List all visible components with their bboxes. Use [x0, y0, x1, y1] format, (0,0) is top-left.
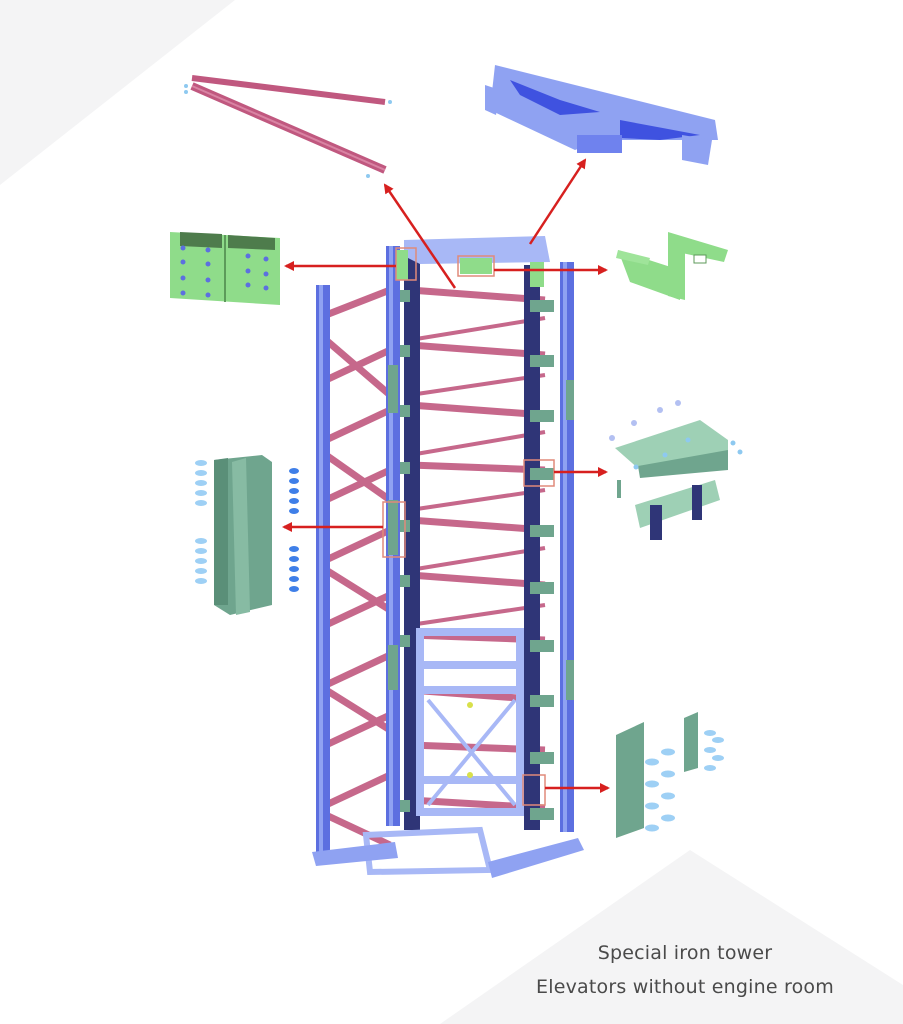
caption-title: Special iron tower	[597, 942, 773, 964]
tower-top-beam	[404, 236, 550, 264]
callout-box-top-center	[457, 255, 495, 277]
part-upper-left-bracket	[170, 232, 280, 305]
callout-box-splice-plate	[522, 774, 546, 806]
car-frame	[416, 628, 524, 816]
part-splice-plates	[616, 712, 724, 838]
part-rail-bracket	[609, 400, 743, 540]
caption-subtitle: Elevators without engine room	[536, 976, 834, 998]
arrow-top-crossbeam	[528, 158, 587, 245]
background-triangle-top-left	[0, 0, 235, 185]
left-braces	[323, 286, 393, 849]
part-top-crossbeam	[485, 65, 718, 165]
part-column-splice	[195, 455, 299, 615]
arrow-top-diagonal-beam	[383, 183, 457, 289]
tower-frame	[312, 236, 584, 878]
callout-box-upper-left	[395, 247, 417, 281]
rail-brackets-right	[530, 300, 554, 820]
callout-box-column-splice	[382, 501, 406, 558]
rail-right	[524, 265, 540, 830]
callout-arrows	[282, 158, 610, 793]
background-triangle-bottom-right	[440, 850, 903, 1024]
part-top-diagonal-beam	[184, 75, 392, 178]
part-upper-right-bracket	[616, 232, 728, 300]
